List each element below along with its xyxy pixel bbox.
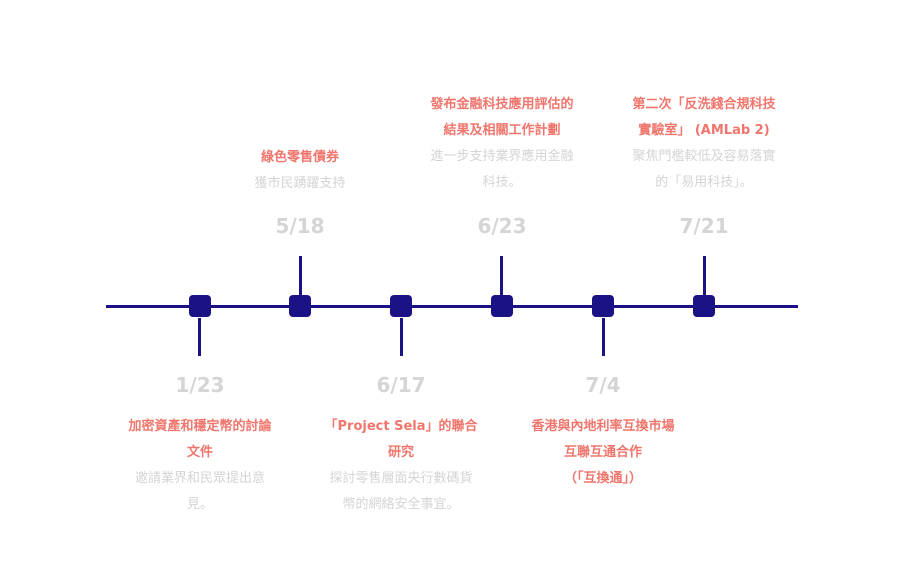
milestone-text: 綠色零售債券 獲市民踴躍支持 <box>205 145 395 197</box>
milestone-title-line: 綠色零售債券 <box>260 150 339 165</box>
milestone-desc-line: 邀請業界和民眾提出意 <box>134 471 265 486</box>
timeline-axis <box>106 305 798 308</box>
milestone-desc-line: 進一步支持業界應用金融 <box>430 149 574 164</box>
milestone-desc-line: 探討零售層面央行數碼貨 <box>329 471 473 486</box>
milestone-text: 發布金融科技應用評估的 結果及相關工作計劃 進一步支持業界應用金融 科技。 <box>407 92 597 196</box>
milestone-title-line: 「Project Sela」的聯合 <box>324 419 478 434</box>
milestone-desc-line: 的「易用科技」。 <box>655 175 753 190</box>
timeline-tick <box>400 318 403 356</box>
timeline-tick <box>198 318 201 356</box>
timeline-node[interactable] <box>592 295 614 317</box>
milestone-date: 6/17 <box>376 373 426 397</box>
timeline-tick <box>500 256 503 296</box>
timeline-node[interactable] <box>289 295 311 317</box>
timeline-node[interactable] <box>693 295 715 317</box>
milestone-desc-line: 獲市民踴躍支持 <box>254 176 346 191</box>
milestone-text: 加密資產和穩定幣的討論 文件 邀請業界和民眾提出意 見。 <box>105 414 295 518</box>
milestone-title-line: 發布金融科技應用評估的 <box>430 97 574 112</box>
milestone-date: 6/23 <box>477 214 527 238</box>
milestone-title-line: 研究 <box>387 445 414 460</box>
milestone-date: 5/18 <box>275 214 325 238</box>
milestone-desc-line: 科技。 <box>482 175 522 190</box>
milestone-title-line: 結果及相關工作計劃 <box>443 123 561 138</box>
milestone-title-line: 互聯互通合作 <box>563 445 642 460</box>
timeline-tick <box>299 256 302 296</box>
milestone-desc-line: 幣的網絡安全事宜。 <box>342 497 460 512</box>
timeline-node[interactable] <box>390 295 412 317</box>
milestone-title-line: 文件 <box>186 445 213 460</box>
timeline-tick <box>602 318 605 356</box>
milestone-desc-line: 見。 <box>186 497 213 512</box>
timeline-tick <box>703 256 706 296</box>
milestone-title-line: 加密資產和穩定幣的討論 <box>128 419 272 434</box>
milestone-text: 香港與內地利率互換市場 互聯互通合作 （「互換通」） <box>508 414 698 492</box>
milestone-date: 7/4 <box>585 373 621 397</box>
milestone-title-line: （「互換通」） <box>563 471 642 486</box>
milestone-date: 1/23 <box>175 373 225 397</box>
milestone-title-line: 香港與內地利率互換市場 <box>531 419 675 434</box>
milestone-text: 第二次「反洗錢合規科技 實驗室」 (AMLab 2) 聚焦門檻較低及容易落實 的… <box>609 92 799 196</box>
milestone-text: 「Project Sela」的聯合 研究 探討零售層面央行數碼貨 幣的網絡安全事… <box>306 414 496 518</box>
timeline-node[interactable] <box>189 295 211 317</box>
milestone-desc-line: 聚焦門檻較低及容易落實 <box>632 149 776 164</box>
milestone-date: 7/21 <box>679 214 729 238</box>
timeline-node[interactable] <box>491 295 513 317</box>
milestone-title-line: 實驗室」 (AMLab 2) <box>638 123 770 138</box>
milestone-title-line: 第二次「反洗錢合規科技 <box>632 97 776 112</box>
